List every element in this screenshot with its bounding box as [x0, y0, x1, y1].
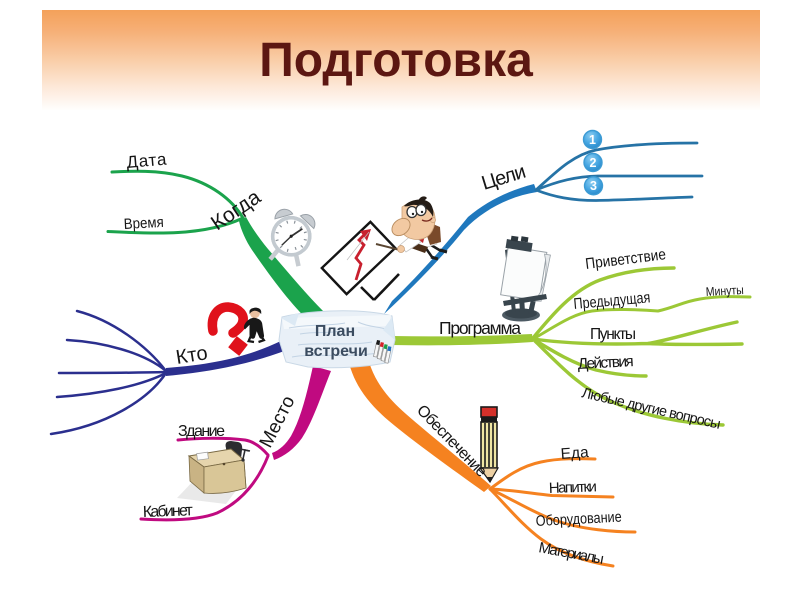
svg-text:Программа: Программа — [439, 318, 521, 338]
svg-text:Здание: Здание — [178, 423, 225, 440]
svg-text:Кабинет: Кабинет — [143, 502, 194, 521]
svg-text:встречи: встречи — [304, 343, 368, 360]
svg-text:Оборудование: Оборудование — [535, 509, 622, 530]
svg-text:Минуты: Минуты — [705, 283, 744, 299]
svg-text:Дата: Дата — [126, 150, 168, 172]
svg-text:Пункты: Пункты — [590, 326, 636, 343]
svg-text:Предыдущая: Предыдущая — [573, 289, 651, 313]
svg-text:Любые другие вопросы: Любые другие вопросы — [580, 385, 722, 433]
svg-text:Когда: Когда — [207, 185, 265, 235]
svg-text:2: 2 — [590, 156, 597, 170]
svg-text:Время: Время — [123, 214, 164, 233]
svg-text:План: План — [315, 323, 355, 340]
svg-text:Напитки: Напитки — [549, 478, 598, 497]
svg-text:3: 3 — [590, 179, 597, 193]
svg-text:Кто: Кто — [174, 342, 209, 369]
svg-text:Материалы: Материалы — [537, 539, 605, 568]
svg-text:Действия: Действия — [577, 353, 634, 373]
svg-text:Еда: Еда — [560, 444, 589, 463]
svg-text:1: 1 — [589, 133, 596, 147]
